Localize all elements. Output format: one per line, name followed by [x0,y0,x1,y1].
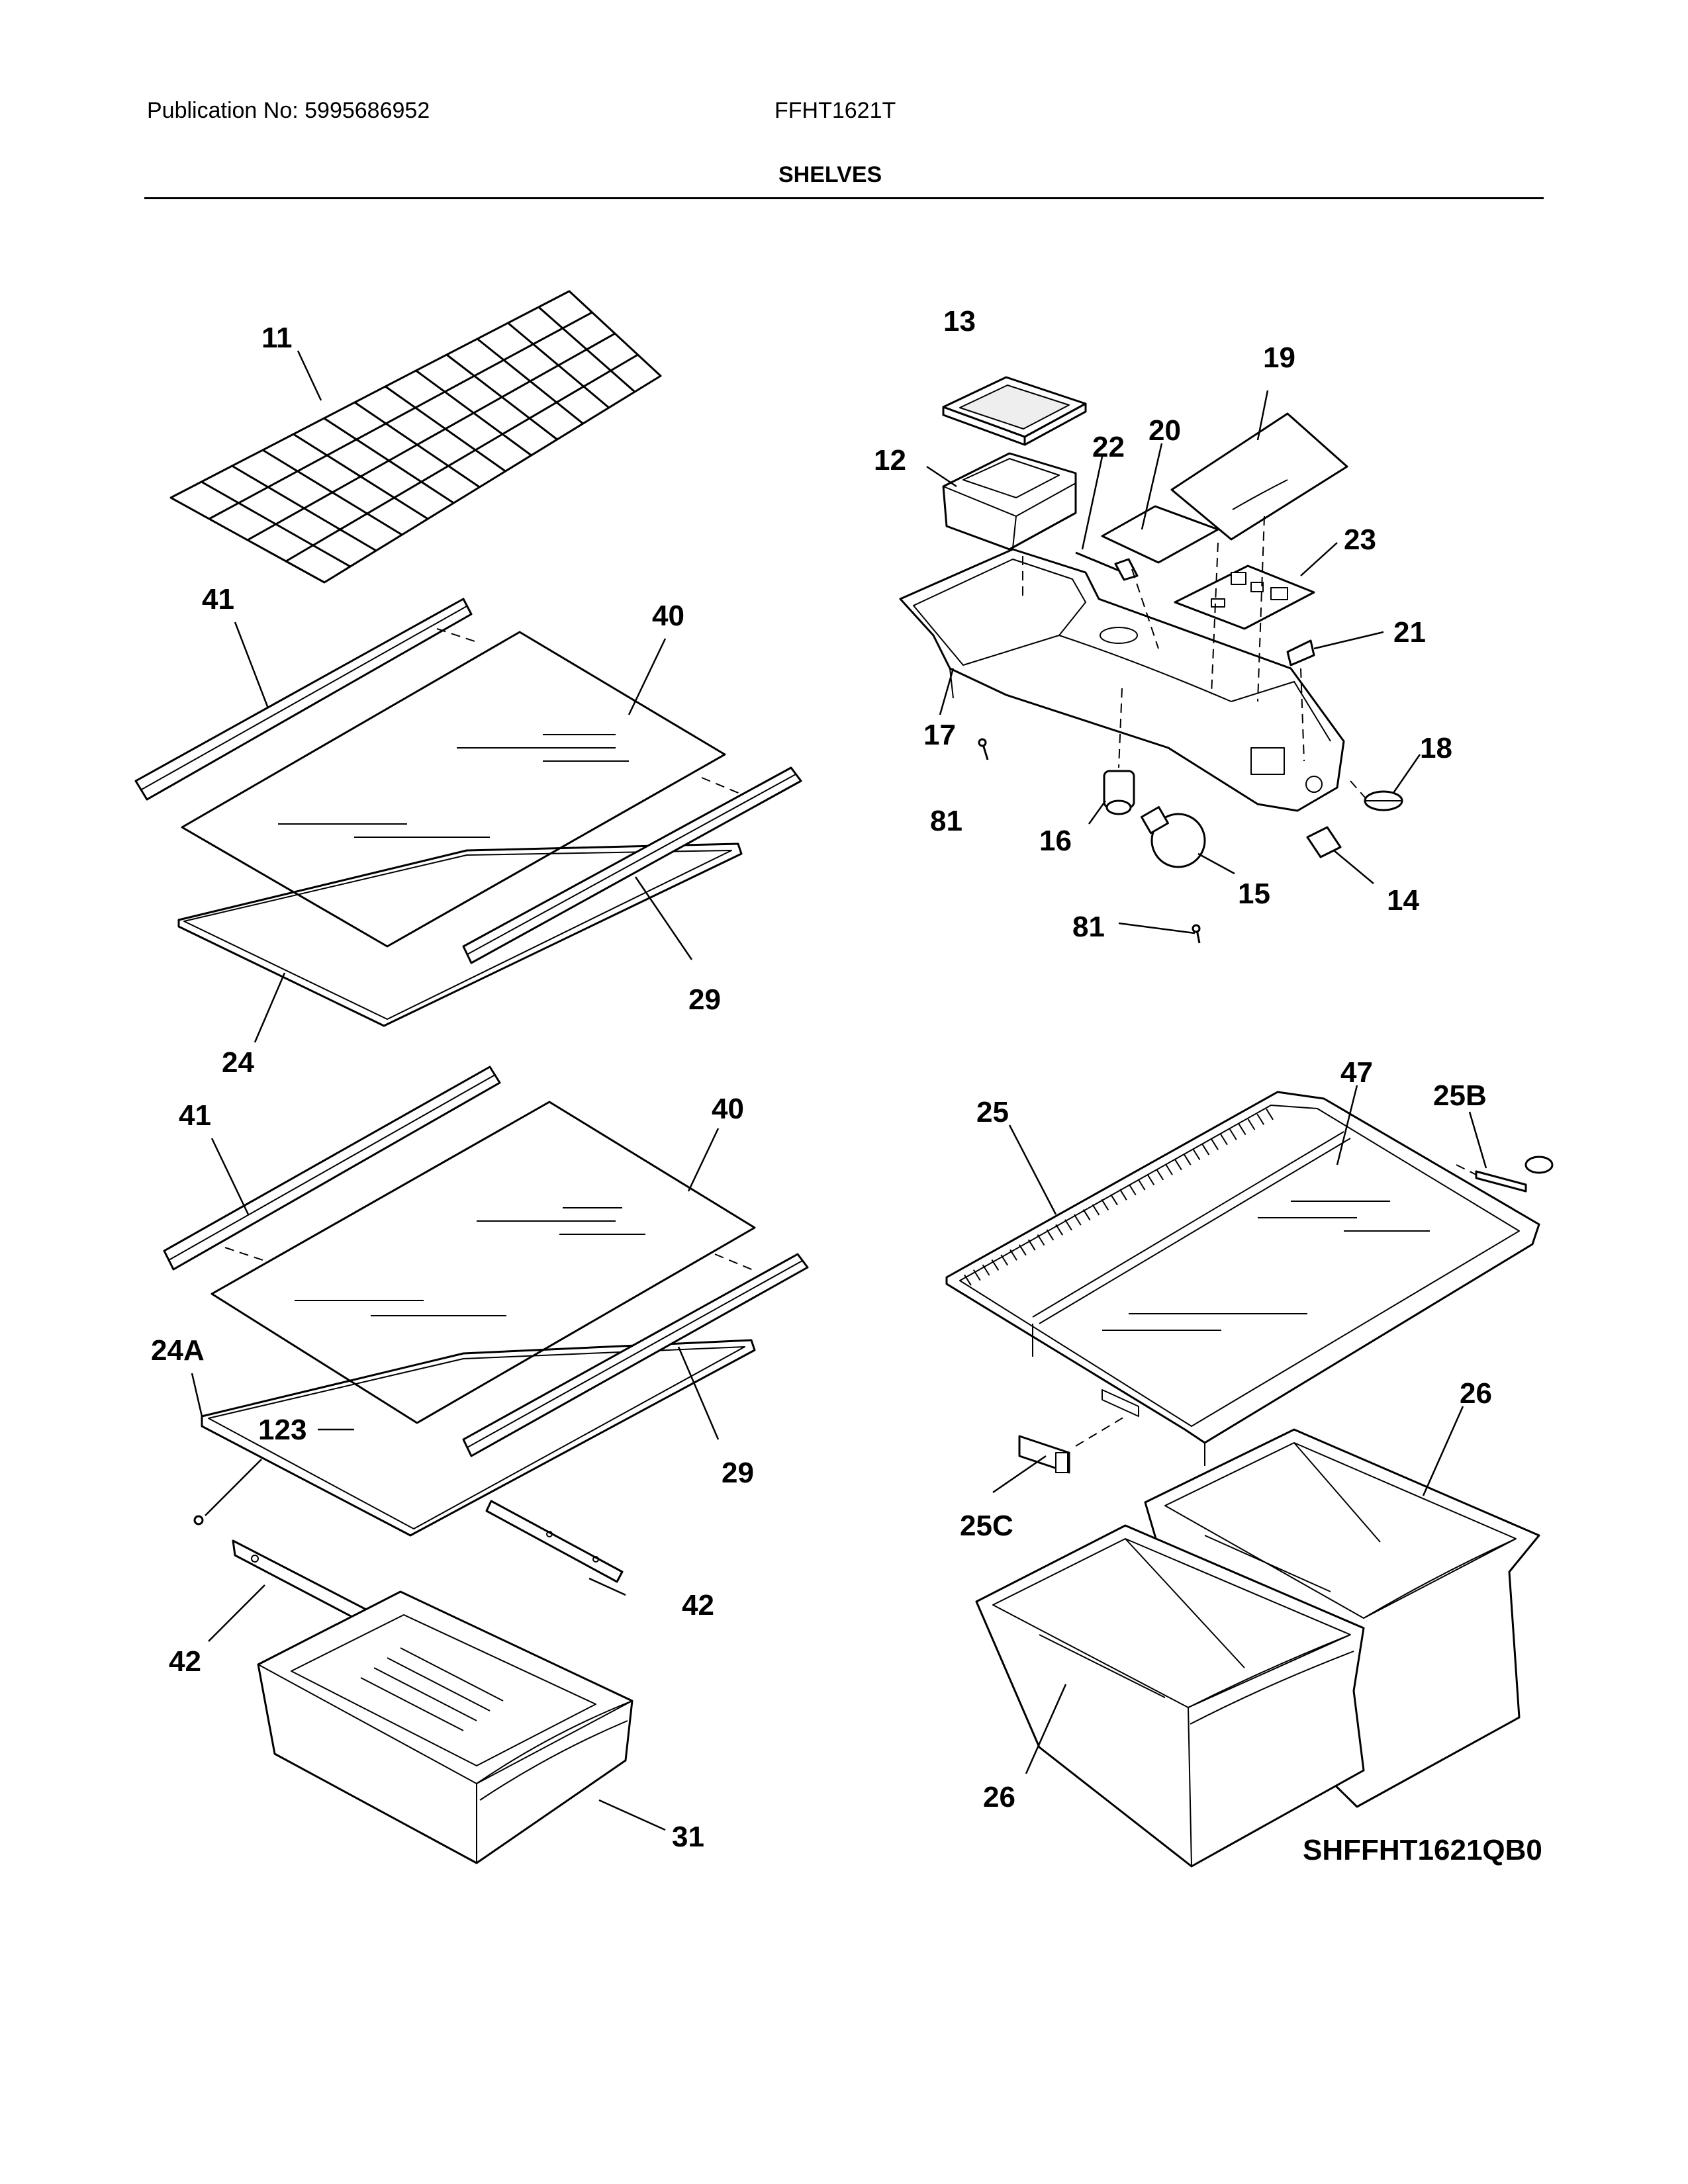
callout-16: 16 [1039,825,1072,857]
screw-part-123 [193,1515,204,1525]
light-bulb-part-15 [1141,806,1206,868]
header-divider [144,197,1544,199]
light-housing-part-17 [899,548,1345,812]
screw-part-81-lower [1192,924,1201,944]
callout-14: 14 [1387,884,1419,917]
callout-81-lower: 81 [1072,911,1105,943]
callout-leaders [191,350,1487,1831]
callout-labels: 11 41 40 29 24 41 40 24A 123 29 42 42 31… [151,305,1542,1866]
publication-number: Publication No: 5995686952 [147,98,430,123]
glass-shelf-part-40-upper [181,631,726,948]
callout-40-upper: 40 [652,600,684,632]
shelf-trim-front-part-41-lower [163,1066,501,1271]
callout-15: 15 [1238,878,1270,910]
wire-shelf-part-11 [169,290,662,584]
callout-17: 17 [923,719,956,751]
callout-22: 22 [1092,431,1125,463]
callout-41-lower: 41 [179,1099,211,1132]
light-switch-part-14 [1306,826,1342,858]
callout-11: 11 [261,322,293,354]
callout-24A: 24A [151,1334,205,1367]
callout-24: 24 [222,1046,254,1079]
glass-shelf-part-40-lower [211,1101,756,1424]
model-number: FFHT1621T [774,98,896,123]
shelf-frame-part-24 [177,842,743,1027]
callout-40-lower: 40 [712,1093,744,1125]
callout-12: 12 [874,444,906,477]
filter-housing-part-12 [942,452,1077,551]
callout-18: 18 [1420,732,1452,764]
shelf-trim-rear-part-29-upper [462,766,802,964]
crisper-cover-frame-part-25 [945,1091,1540,1466]
diagram-code: SHFFHT1621QB0 [1303,1834,1542,1866]
callout-13: 13 [943,305,976,338]
callout-25B: 25B [1433,1079,1487,1112]
crisper-cover-glass-part-47 [1102,1201,1430,1331]
callout-123: 123 [258,1414,306,1446]
drawer-slide-part-42-right [485,1500,624,1583]
crisper-drawer-part-31 [257,1590,633,1864]
crisper-drawer-part-26-front [975,1524,1365,1868]
shelf-trim-front-part-41-upper [134,598,473,801]
screw-part-81-upper [978,738,989,760]
shelf-frame-part-24A [201,1339,756,1537]
callout-47: 47 [1340,1056,1373,1089]
switch-part-21 [1286,639,1315,666]
callout-29-lower: 29 [722,1457,754,1489]
callout-42-left: 42 [169,1645,201,1678]
callout-19: 19 [1263,341,1295,374]
callout-42-right: 42 [682,1589,714,1621]
section-title: SHELVES [778,162,882,187]
thermostat-knob-part-18 [1364,790,1403,811]
callout-41-upper: 41 [202,583,234,615]
sensor-part-22 [1075,551,1139,581]
callout-25C: 25C [960,1510,1013,1542]
cover-bracket-part-25C [1018,1435,1070,1474]
cover-bracket-part-25B [1475,1156,1554,1193]
control-board-part-23 [1174,565,1315,630]
control-panel-cover-part-20 [1101,505,1219,564]
callout-21: 21 [1393,616,1426,649]
callout-81-upper: 81 [930,805,962,837]
callout-29-upper: 29 [688,983,721,1016]
control-cover-part-19 [1170,412,1348,541]
callout-23: 23 [1344,523,1376,556]
callout-20: 20 [1149,414,1181,447]
callout-25: 25 [976,1096,1009,1128]
callout-26-front: 26 [983,1781,1015,1813]
air-filter-part-13 [942,376,1087,446]
callout-31: 31 [672,1821,704,1853]
callout-26-rear: 26 [1460,1377,1492,1410]
crisper-cover-vents [964,1109,1274,1286]
lamp-socket-part-16 [1103,770,1135,815]
shelf-trim-rear-part-29-lower [462,1253,809,1457]
